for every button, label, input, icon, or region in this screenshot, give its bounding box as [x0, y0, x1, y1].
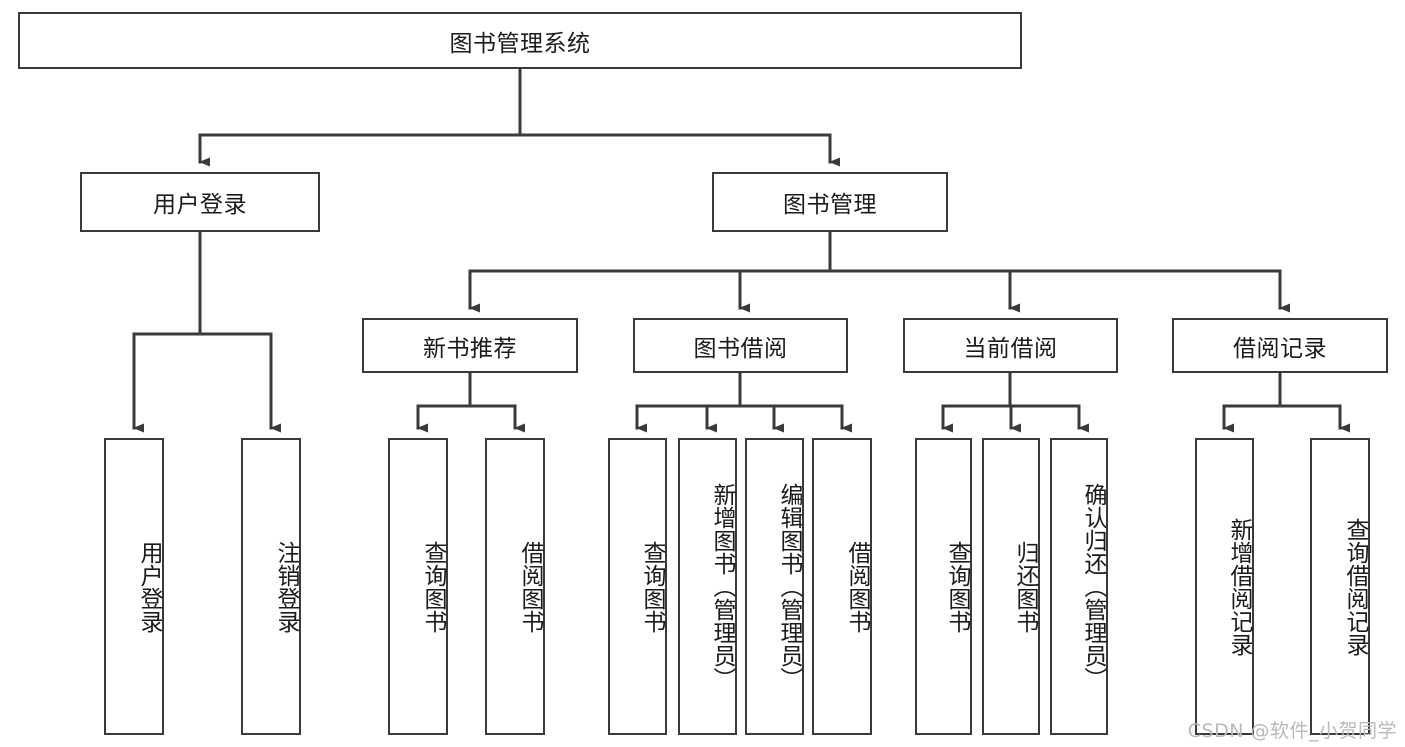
node-leaf-query-book-recommend-label: 查询图书 — [420, 540, 446, 633]
node-current-borrow[interactable]: 当前借阅 — [903, 318, 1118, 373]
node-current-borrow-label: 当前借阅 — [963, 335, 1058, 362]
csdn-watermark: CSDN @软件_小贺同学 — [1187, 720, 1397, 742]
node-borrow-record[interactable]: 借阅记录 — [1172, 318, 1388, 373]
node-leaf-query-borrow-record-label: 查询借阅记录 — [1342, 517, 1368, 656]
node-leaf-confirm-return-admin[interactable]: 确认归还（管理员） — [1050, 438, 1108, 735]
node-leaf-edit-book-admin-label: 编辑图书（管理员） — [776, 483, 802, 690]
node-leaf-user-login-label: 用户登录 — [136, 540, 162, 633]
node-book-manage[interactable]: 图书管理 — [712, 172, 948, 232]
node-borrow-record-label: 借阅记录 — [1233, 335, 1327, 362]
node-leaf-borrow-book[interactable]: 借阅图书 — [812, 438, 872, 735]
node-leaf-query-borrow-record[interactable]: 查询借阅记录 — [1310, 438, 1370, 735]
node-leaf-query-book-borrow[interactable]: 查询图书 — [608, 438, 667, 735]
node-root-label: 图书管理系统 — [449, 30, 591, 57]
node-leaf-borrow-book-label: 借阅图书 — [844, 540, 870, 633]
node-root[interactable]: 图书管理系统 — [18, 12, 1022, 69]
node-leaf-return-book-label: 归还图书 — [1012, 540, 1038, 633]
node-leaf-query-book-current-label: 查询图书 — [944, 540, 970, 633]
node-leaf-add-borrow-record[interactable]: 新增借阅记录 — [1195, 438, 1254, 735]
node-user-login-label: 用户登录 — [153, 192, 247, 218]
node-leaf-query-book-recommend[interactable]: 查询图书 — [388, 438, 448, 735]
node-leaf-borrow-book-recommend-label: 借阅图书 — [517, 540, 543, 633]
node-leaf-user-login[interactable]: 用户登录 — [104, 438, 164, 735]
node-book-manage-label: 图书管理 — [783, 192, 877, 218]
node-leaf-edit-book-admin[interactable]: 编辑图书（管理员） — [745, 438, 804, 735]
node-leaf-query-book-current[interactable]: 查询图书 — [915, 438, 972, 735]
node-leaf-add-book-admin[interactable]: 新增图书（管理员） — [678, 438, 737, 735]
node-user-login[interactable]: 用户登录 — [80, 172, 320, 232]
node-leaf-query-book-borrow-label: 查询图书 — [639, 540, 665, 633]
node-leaf-add-borrow-record-label: 新增借阅记录 — [1226, 517, 1252, 656]
node-leaf-add-book-admin-label: 新增图书（管理员） — [709, 483, 735, 690]
node-new-book-recommend-label: 新书推荐 — [423, 335, 517, 362]
node-leaf-user-logout-label: 注销登录 — [273, 540, 299, 633]
node-book-borrow[interactable]: 图书借阅 — [633, 318, 848, 373]
node-leaf-borrow-book-recommend[interactable]: 借阅图书 — [485, 438, 545, 735]
node-leaf-user-logout[interactable]: 注销登录 — [241, 438, 301, 735]
node-leaf-return-book[interactable]: 归还图书 — [982, 438, 1040, 735]
node-new-book-recommend[interactable]: 新书推荐 — [362, 318, 578, 373]
node-book-borrow-label: 图书借阅 — [693, 335, 788, 362]
node-leaf-confirm-return-admin-label: 确认归还（管理员） — [1080, 483, 1106, 690]
